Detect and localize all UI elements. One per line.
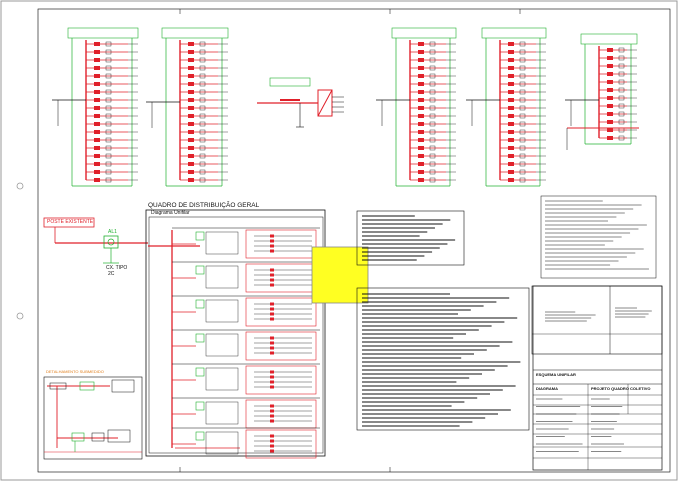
distribution-board (145, 209, 326, 459)
submetering-detail (43, 376, 143, 460)
tb-projeto: PROJETO QUADRO COLETIVO (591, 386, 651, 391)
detail-label: DETALHAMENTO SUBMEDIDO (46, 369, 104, 374)
binder-hole (16, 182, 24, 190)
breaker-column (376, 27, 457, 187)
tb-esquema: ESQUEMA UNIFILAR (536, 372, 576, 377)
board-row (172, 261, 320, 293)
title-block (531, 285, 663, 471)
cx-type-label: CX. TIPO (106, 265, 128, 271)
board-row (172, 329, 320, 361)
notes-block-right (540, 195, 657, 279)
source-label: POSTE EXISTENTE (47, 219, 94, 225)
drawing-border (37, 8, 671, 473)
board-row (172, 295, 320, 327)
tb-diagrama: DIAGRAMA (536, 386, 558, 391)
meter-box-label: AL1 (108, 229, 117, 235)
breaker-column (466, 27, 547, 187)
cx-type-code: 2C (108, 271, 115, 277)
binder-hole (16, 312, 24, 320)
notes-block-lower (356, 287, 530, 431)
breaker-column (146, 27, 229, 187)
board-row (172, 227, 320, 259)
circuit-panels (52, 27, 639, 187)
service-entry (43, 217, 148, 264)
breaker-column (52, 27, 139, 187)
board-title: QUADRO DE DISTRIBUIÇÃO GERAL (148, 202, 260, 209)
breaker-column (565, 33, 639, 150)
transformer-group (257, 77, 344, 128)
highlight-box (311, 246, 369, 304)
board-subtitle: Diagrama Unifilar (151, 210, 190, 216)
board-row (172, 363, 320, 395)
notes-block-upper (356, 210, 465, 266)
board-row (172, 427, 320, 459)
